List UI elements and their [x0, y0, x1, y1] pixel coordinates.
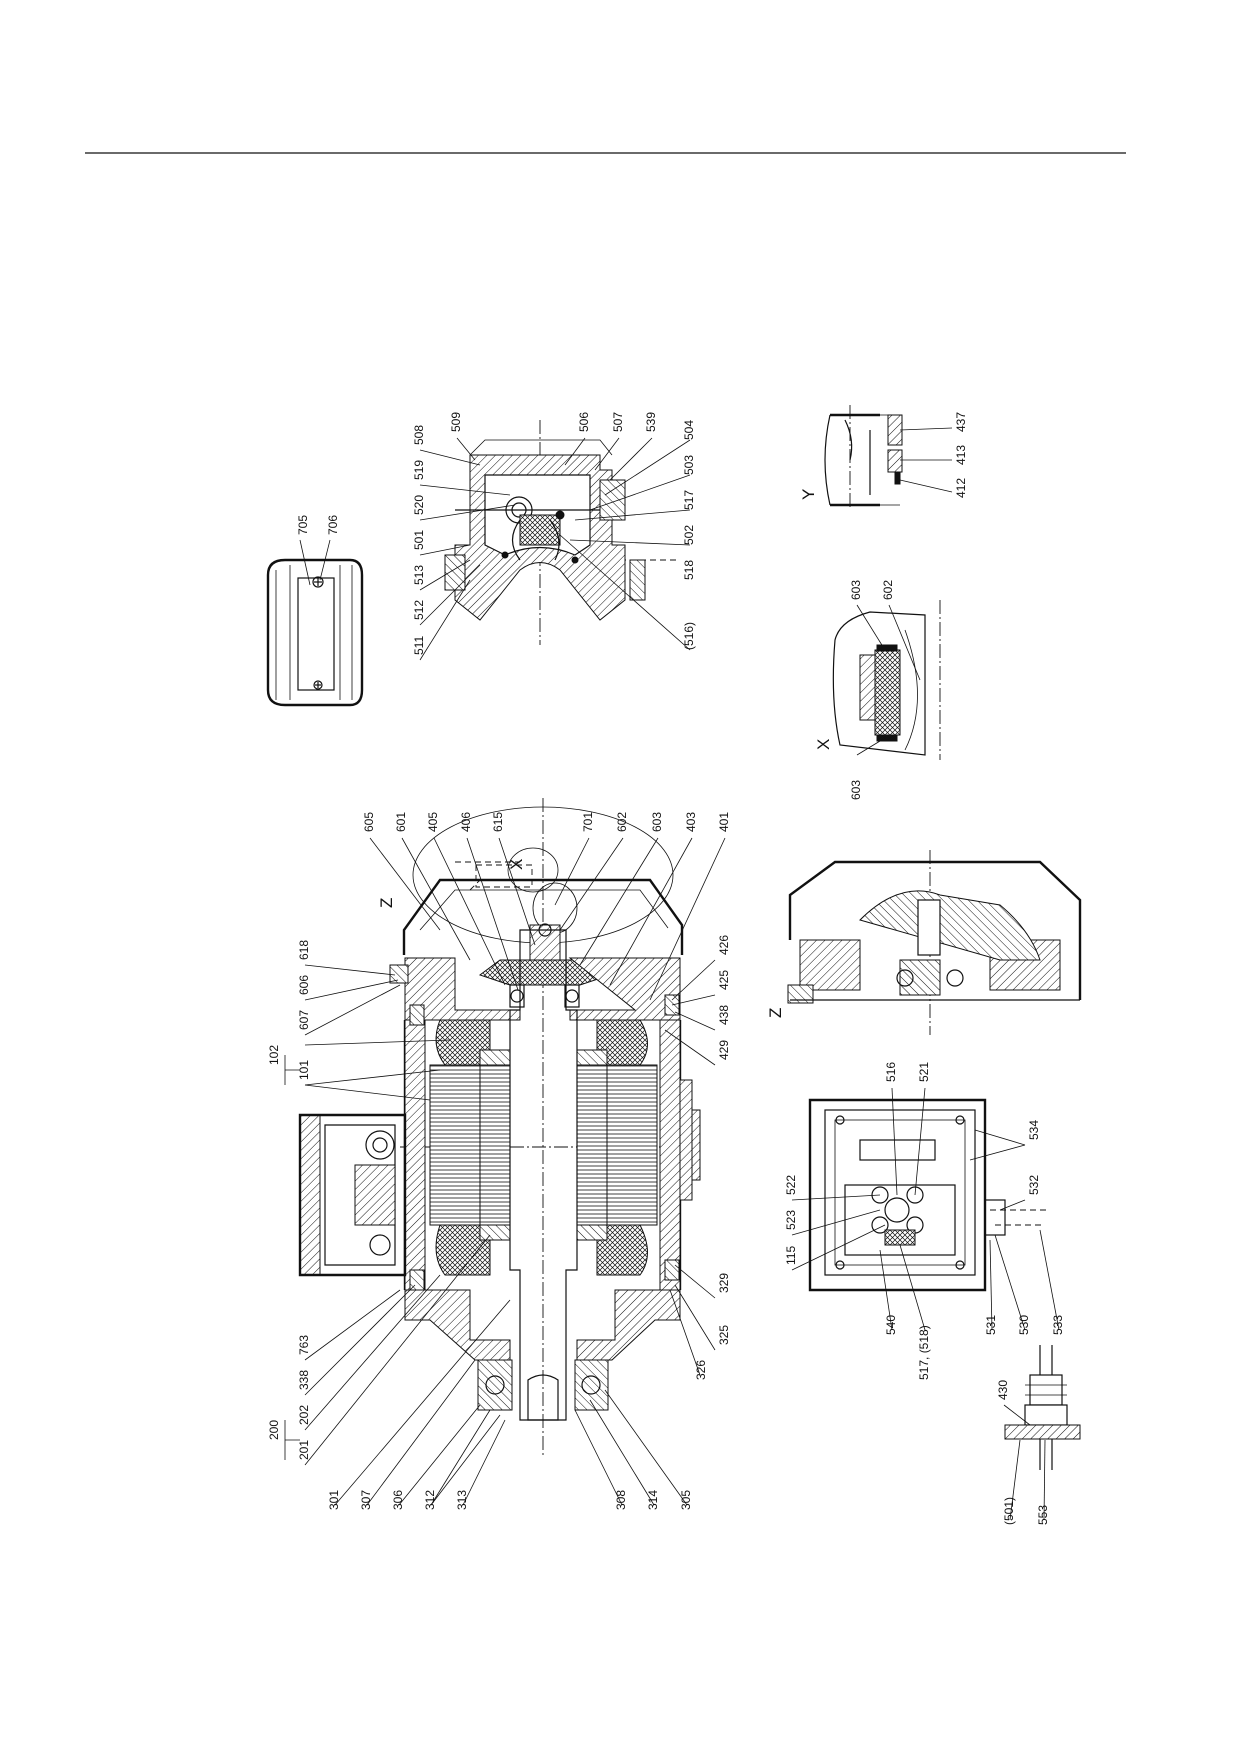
fan-cover-detail	[266, 539, 364, 707]
callout-425: 425	[717, 969, 731, 990]
view-marker-z-detail: Z	[766, 1007, 785, 1018]
view-marker-y: Y	[799, 488, 818, 500]
callout-312: 312	[423, 1489, 437, 1510]
callout-201: 201	[297, 1439, 311, 1460]
callout-534: 534	[1027, 1119, 1041, 1140]
callout-539: 539	[644, 411, 658, 432]
detail-x	[832, 600, 941, 760]
callout-405: 405	[426, 811, 440, 832]
cable-gland-detail	[1004, 1345, 1081, 1470]
callout-306: 306	[391, 1489, 405, 1510]
callout-426: 426	[717, 934, 731, 955]
callout-503: 503	[682, 454, 696, 475]
callout-200: 200	[267, 1419, 281, 1440]
callout-532: 532	[1027, 1174, 1041, 1195]
callout-523: 523	[784, 1209, 798, 1230]
callout-202: 202	[297, 1404, 311, 1425]
callout-501-gland: (501)	[1002, 1496, 1016, 1525]
view-marker-x: X	[507, 858, 526, 870]
callout-512: 512	[412, 599, 426, 620]
callout-429: 429	[717, 1039, 731, 1060]
callout-307: 307	[359, 1489, 373, 1510]
view-marker-z: Z	[377, 897, 396, 908]
view-marker-x-detail: X	[814, 738, 833, 750]
callout-531: 531	[984, 1314, 998, 1335]
callout-540: 540	[884, 1314, 898, 1335]
callout-516-top: 516	[884, 1061, 898, 1082]
callout-517: 517	[682, 489, 696, 510]
callout-313: 313	[455, 1489, 469, 1510]
callout-519: 519	[412, 459, 426, 480]
callout-513: 513	[412, 564, 426, 585]
callout-706: 706	[326, 514, 340, 535]
callout-763: 763	[297, 1334, 311, 1355]
callout-430: 430	[996, 1379, 1010, 1400]
callout-517-518: 517, (518)	[917, 1325, 931, 1380]
callout-618: 618	[297, 939, 311, 960]
callout-508: 508	[412, 424, 426, 445]
callout-603-upper: 603	[849, 579, 863, 600]
callout-438: 438	[717, 1004, 731, 1025]
callout-314: 314	[646, 1489, 660, 1510]
callout-511: 511	[412, 635, 426, 655]
callout-602: 602	[615, 811, 629, 832]
callout-530: 530	[1017, 1314, 1031, 1335]
callout-338: 338	[297, 1369, 311, 1390]
callout-115: 115	[784, 1245, 798, 1265]
callout-502: 502	[682, 524, 696, 545]
callout-406: 406	[459, 811, 473, 832]
motor-section-view	[298, 798, 701, 1455]
detail-y	[824, 405, 903, 510]
detail-z	[787, 850, 1082, 1035]
callout-329: 329	[717, 1272, 731, 1293]
callout-521: 521	[917, 1061, 931, 1082]
terminal-box-section	[444, 420, 680, 645]
callout-602-detail: 602	[881, 579, 895, 600]
callout-325: 325	[717, 1324, 731, 1345]
callout-101: 101	[297, 1059, 311, 1080]
callout-504: 504	[682, 419, 696, 440]
terminal-box-top-view	[808, 1098, 1050, 1292]
callout-326: 326	[694, 1359, 708, 1380]
callout-403: 403	[684, 811, 698, 832]
callout-516: (516)	[682, 621, 696, 650]
callout-522: 522	[784, 1174, 798, 1195]
callout-553: 553	[1036, 1504, 1050, 1525]
callout-615: 615	[491, 811, 505, 832]
callout-607: 607	[297, 1009, 311, 1030]
callout-605: 605	[362, 811, 376, 832]
callout-518: 518	[682, 559, 696, 580]
callout-603-lower: 603	[849, 779, 863, 800]
callout-308: 308	[614, 1489, 628, 1510]
callout-437: 437	[954, 411, 968, 432]
callout-701: 701	[581, 811, 595, 832]
callout-501: 501	[412, 529, 426, 550]
callout-412: 412	[954, 477, 968, 498]
callout-520: 520	[412, 494, 426, 515]
callout-305: 305	[679, 1489, 693, 1510]
callout-301: 301	[327, 1489, 341, 1510]
callout-506: 506	[577, 411, 591, 432]
callout-705: 705	[296, 514, 310, 535]
callout-509: 509	[449, 411, 463, 432]
callout-606: 606	[297, 974, 311, 995]
callout-603: 603	[650, 811, 664, 832]
callout-533: 533	[1051, 1314, 1065, 1335]
callout-102: 102	[267, 1044, 281, 1065]
callout-507: 507	[611, 411, 625, 432]
callout-601: 601	[394, 811, 408, 832]
callout-401: 401	[717, 811, 731, 832]
callout-413: 413	[954, 444, 968, 465]
